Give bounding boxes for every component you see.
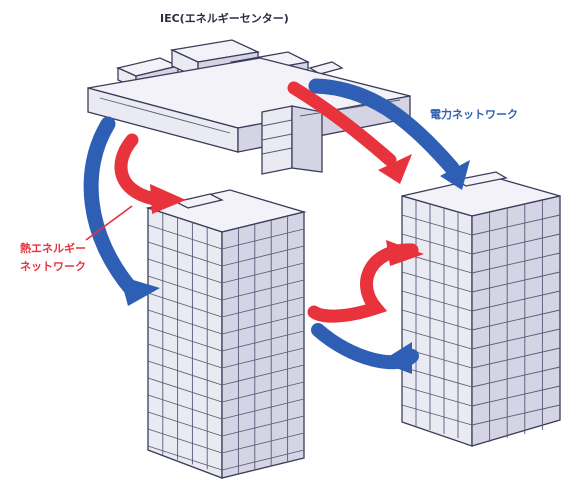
facade-line [221,449,305,471]
facade-line [401,271,473,293]
right-office-building [401,171,561,447]
facade-line [401,366,473,388]
facade-line [147,445,223,471]
facade-line [221,347,305,369]
facade-line [471,366,561,388]
energy-center-label: IEC(エネルギーセンター) [160,11,289,25]
facade-line [221,398,305,420]
heat-arrowhead-left [150,184,186,214]
power-network-arrows [83,78,470,374]
facade-line [147,360,223,386]
heat-network-label-line2: ネットワーク [20,260,86,273]
heat-arrowhead-right [378,154,412,184]
facade-line [471,309,561,331]
facade-line [221,279,305,301]
facade-line [471,385,561,407]
facade-line [221,381,305,403]
power-arrow-center-to-left [83,116,140,298]
facade-line [147,428,223,454]
facade-line [471,214,561,236]
facade-line [147,377,223,403]
facade-line [221,262,305,284]
facade-line [471,233,561,255]
facade-line [147,241,223,267]
facade-line [221,296,305,318]
facade-line [471,328,561,350]
power-arrow-center-to-right [308,78,460,176]
facade-line [471,290,561,312]
facade-line [401,309,473,331]
facade-line [147,224,223,250]
facade-line [471,252,561,274]
facade-line [221,432,305,454]
facade-line [401,214,473,236]
facade-line [471,404,561,426]
heat-arrow-center-to-right [287,81,397,167]
facade-line [147,343,223,369]
facade-line [401,404,473,426]
facade-line [147,394,223,420]
facade-line [221,245,305,267]
facade-line [147,411,223,437]
heat-arrowhead-midright [386,240,424,266]
facade-line [147,326,223,352]
facade-line [221,330,305,352]
facade-line [401,385,473,407]
facade-line [401,290,473,312]
facade-line [221,228,305,250]
facade-line [401,328,473,350]
facade-line [471,271,561,293]
facade-line [221,415,305,437]
facade-line [401,233,473,255]
heat-arrow-right-to-left [307,243,419,323]
facade-line [221,364,305,386]
power-arrowhead-right [440,160,470,190]
heat-label-pointer [85,205,133,241]
energy-center-building [87,39,411,175]
facade-line [471,347,561,369]
power-arrowhead-left [120,276,160,306]
heat-arrow-center-to-left [114,133,167,207]
heat-network-arrows [85,81,424,323]
facade-line [147,258,223,284]
heat-network-label-line1: 熱エネルギー [20,241,86,255]
facade-line [221,313,305,335]
power-network-label: 電力ネットワーク [430,107,518,121]
facade-line [147,275,223,301]
facade-line [147,309,223,335]
power-arrowhead-bottom [380,342,412,374]
facade-line [147,292,223,318]
left-office-building [145,189,307,479]
